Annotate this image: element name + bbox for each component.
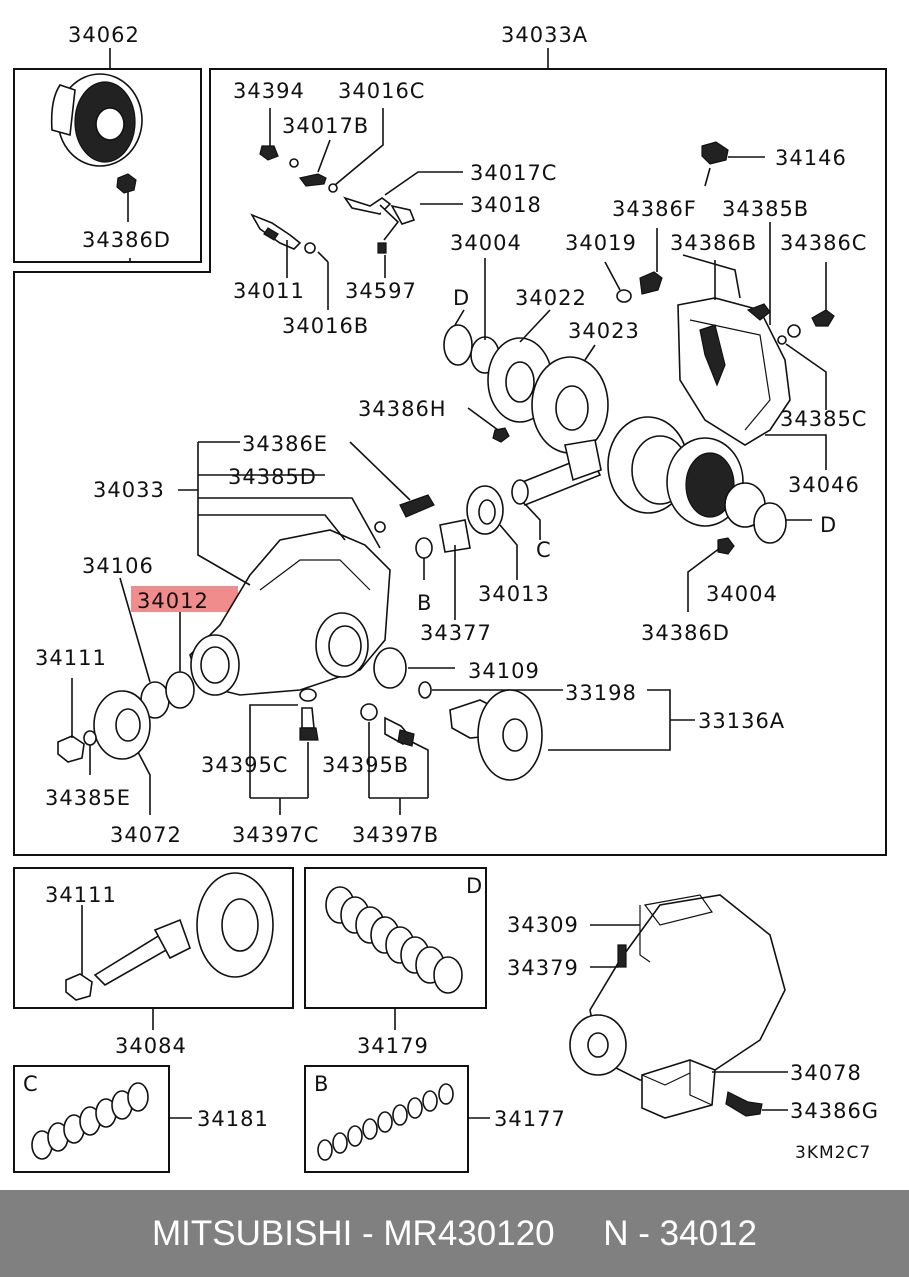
label-34386F: 34386F [612,197,697,221]
bearing-34013[interactable] [415,479,541,620]
breather-plug-34011[interactable] [250,213,329,310]
frame-34181 [13,1065,170,1173]
label-34013: 34013 [478,582,550,606]
label-34109: 34109 [468,659,540,683]
footer-caption: MITSUBISHI - MR430120 N - 34012 [152,1214,757,1253]
label-34072: 34072 [110,823,182,847]
label-34379: 34379 [507,956,579,980]
label-34146: 34146 [775,146,847,170]
label-34395C: 34395C [201,753,288,777]
breather-hardware[interactable] [259,108,463,278]
label-34386C: 34386C [780,231,867,255]
frame-34033A [13,68,887,856]
label-34004-bot: 34004 [706,582,778,606]
label-34016C: 34016C [338,79,425,103]
label-34386E: 34386E [242,432,328,456]
carrier-housing-34033[interactable] [178,441,435,696]
assembly-with-sensor[interactable] [569,894,788,1119]
label-34084: 34084 [115,1034,187,1058]
label-34062: 34062 [68,23,140,47]
label-34385D: 34385D [228,465,317,489]
diagram-code: 3KM2C7 [795,1143,871,1163]
label-34309: 34309 [507,913,579,937]
label-34078: 34078 [790,1061,862,1085]
label-B-box: B [314,1072,329,1096]
vent-plug-34146[interactable] [701,141,765,187]
shim-set-34179[interactable] [325,886,463,1030]
label-D-right: D [820,513,837,537]
label-33136A: 33136A [698,709,785,733]
footer-bar: MITSUBISHI - MR430120 N - 34012 [0,1190,909,1277]
label-C-box: C [23,1072,39,1096]
label-B-mid: B [417,591,432,615]
label-34597: 34597 [345,279,417,303]
bolts-34395[interactable] [249,688,429,815]
label-34111: 34111 [35,646,107,670]
frame-34062 [13,68,202,263]
label-34386G: 34386G [790,1099,879,1123]
label-34385E: 34385E [45,786,131,810]
shim-set-34177[interactable] [317,1083,490,1161]
label-34181: 34181 [197,1107,269,1131]
label-D-left: D [453,286,470,310]
label-34386D-top: 34386D [82,228,171,252]
label-34385B: 34385B [722,197,809,221]
label-34397C: 34397C [232,823,319,847]
label-C-mid: C [536,538,552,562]
label-34033A: 34033A [501,23,588,47]
frame-34177 [304,1065,469,1173]
ring-gear-34022-34023[interactable] [443,258,609,454]
label-34386B: 34386B [670,231,757,255]
label-34177: 34177 [494,1107,566,1131]
label-34018: 34018 [470,193,542,217]
gear-set-34084[interactable] [65,872,274,1030]
label-34016B: 34016B [282,314,369,338]
label-34386D-bot: 34386D [641,621,730,645]
label-34023: 34023 [568,319,640,343]
label-33198: 33198 [565,681,637,705]
label-34012: 34012 [137,589,209,613]
label-34004-top: 34004 [450,231,522,255]
footer-brand: MITSUBISHI [152,1214,353,1253]
footer-part-number: MR430120 [383,1214,555,1253]
highlight-34012 [131,586,238,612]
label-34111-box: 34111 [45,883,117,907]
shim-set-34181[interactable] [31,1082,192,1160]
companion-flange-34072[interactable] [57,577,195,815]
label-34179: 34179 [357,1034,429,1058]
drive-flange-33136A[interactable] [373,647,695,781]
label-34386H: 34386H [358,397,447,421]
label-34395B: 34395B [322,753,409,777]
label-34106: 34106 [82,554,154,578]
footer-ref: N - 34012 [603,1214,757,1253]
label-34394: 34394 [233,79,305,103]
label-D-box: D [466,874,483,898]
label-34033: 34033 [93,478,165,502]
exploded-parts-diagram: 34062 34033A 34394 34016C 34017B 34017C … [13,23,887,1173]
label-34377: 34377 [420,621,492,645]
label-34397B: 34397B [352,823,439,847]
label-34017C: 34017C [470,161,557,185]
label-34046: 34046 [788,473,860,497]
differential-case-34062[interactable] [50,73,143,222]
label-34385C: 34385C [780,407,867,431]
label-34011: 34011 [233,279,305,303]
pinion-and-carrier[interactable] [513,416,812,612]
label-34019: 34019 [565,231,637,255]
label-34017B: 34017B [282,114,369,138]
bolt-34386F[interactable] [604,228,663,303]
label-34022: 34022 [515,286,587,310]
rear-cover[interactable] [677,222,835,470]
